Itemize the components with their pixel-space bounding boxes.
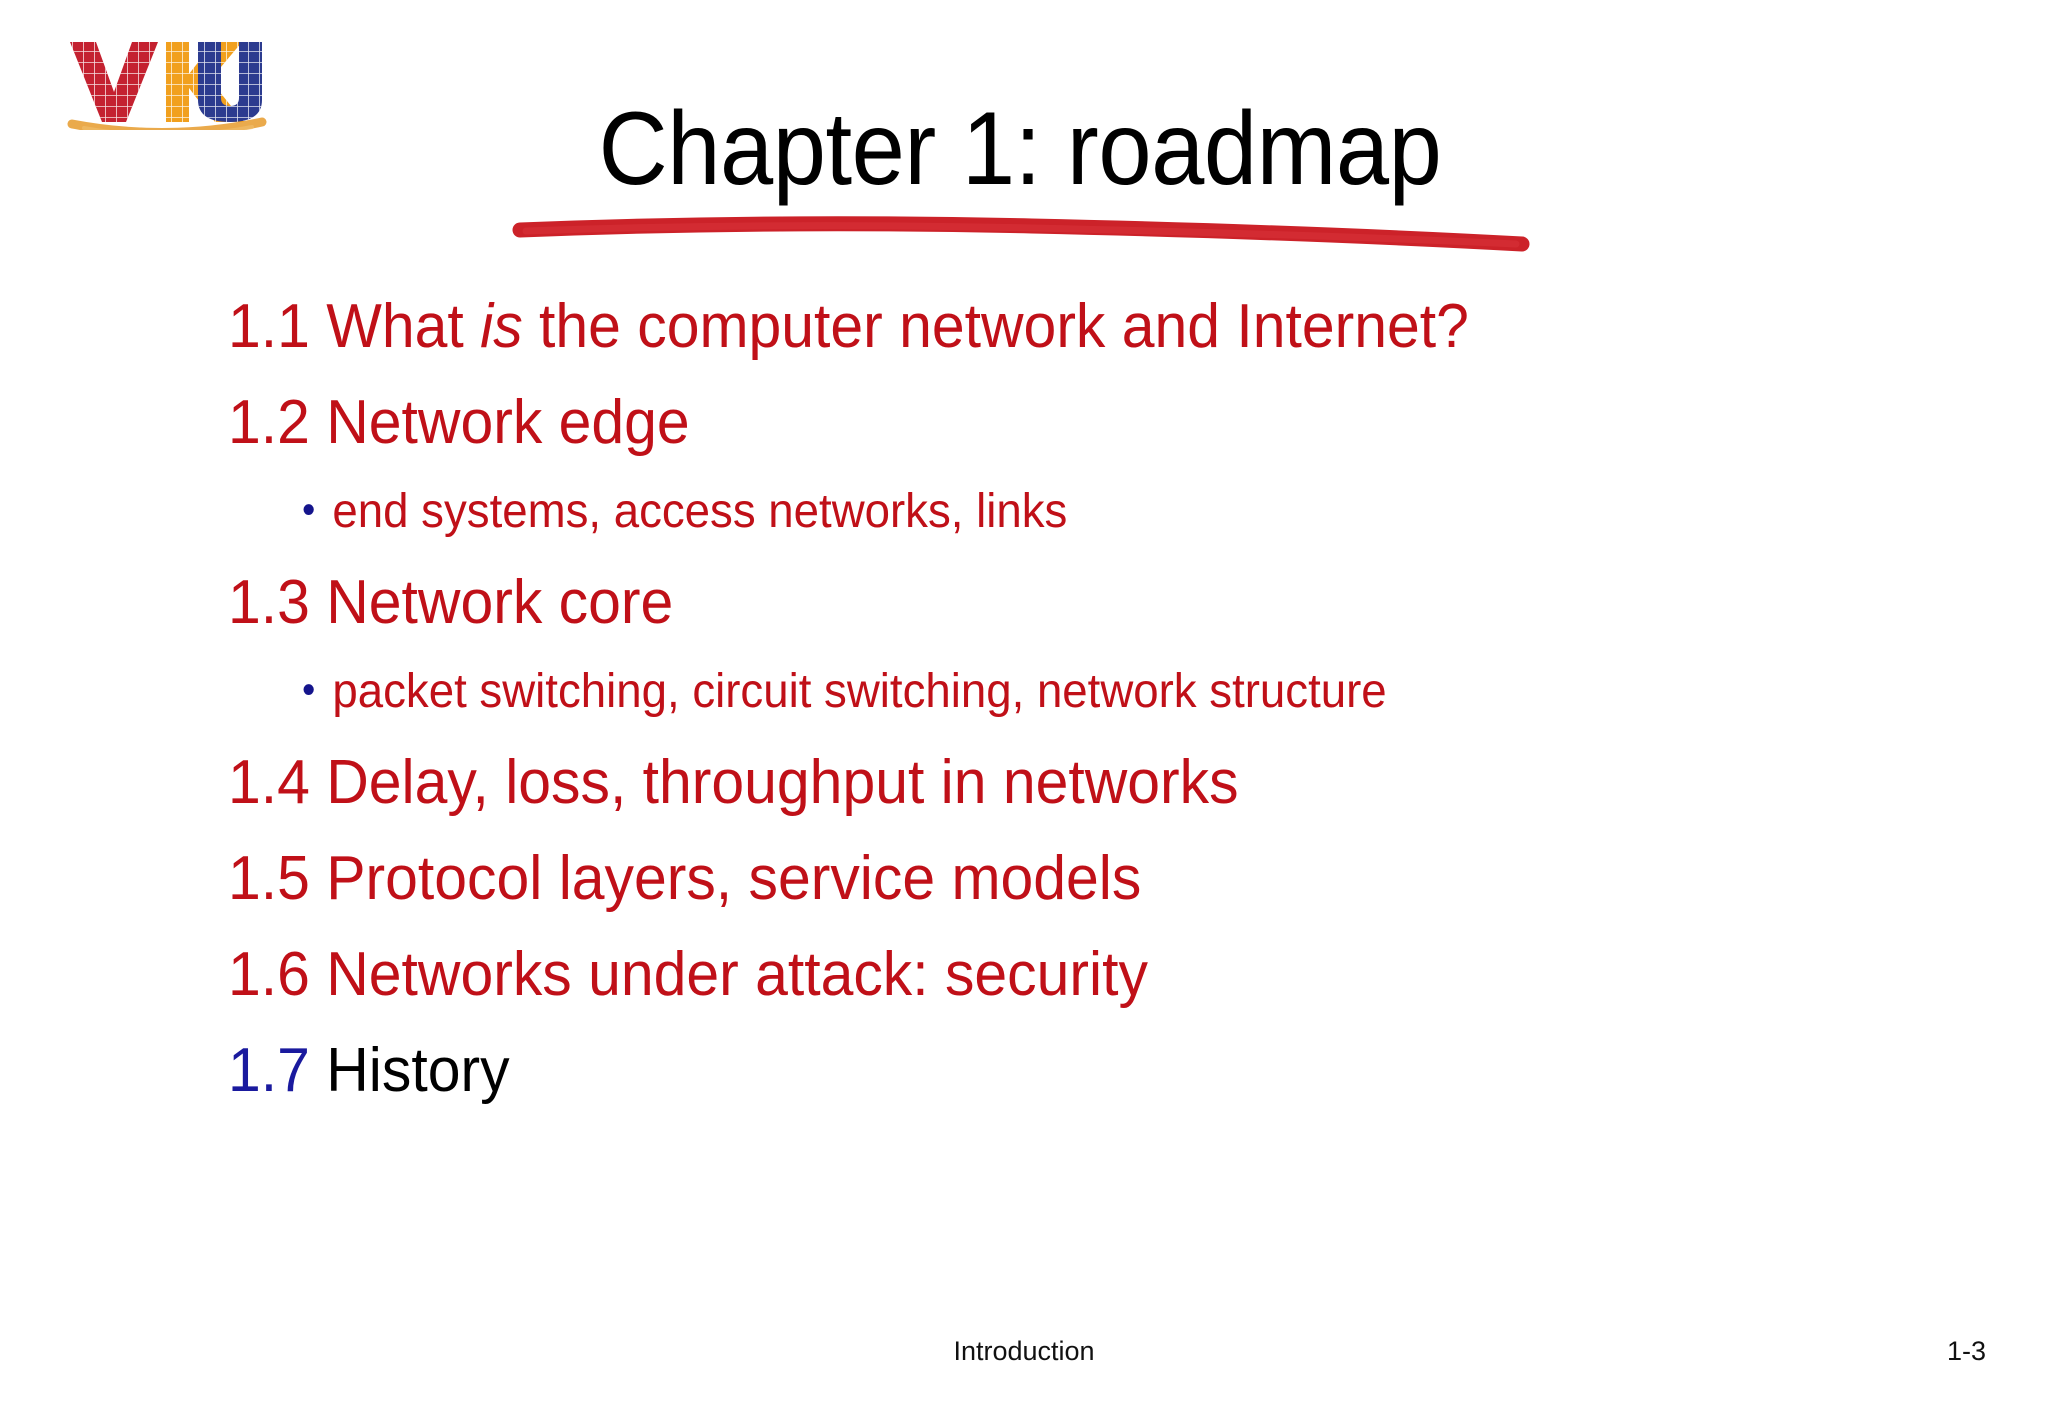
roadmap-item-text: Networks under attack: security <box>309 940 1148 1009</box>
roadmap-item-number: 1.2 <box>228 388 310 457</box>
roadmap-item-1-6[interactable]: 1.6 Networks under attack: security <box>228 944 1938 1006</box>
bullet-dot-icon: • <box>302 488 316 532</box>
footer-label: Introduction <box>953 1336 1095 1366</box>
title-block: Chapter 1: roadmap <box>360 91 1680 252</box>
roadmap-item-number: 1.1 <box>228 292 310 361</box>
roadmap-item-number: 1.3 <box>228 568 310 637</box>
roadmap-item-text: Delay, loss, throughput in networks <box>309 748 1239 817</box>
roadmap-item-number: 1.7 <box>228 1036 310 1105</box>
slide-number: 1-3 <box>1946 1336 1986 1366</box>
logo-arc <box>67 117 267 130</box>
roadmap-subitem-text: end systems, access networks, links <box>332 485 1068 538</box>
roadmap-item-text-after: the computer network and Internet? <box>522 292 1469 361</box>
page-title: Chapter 1: roadmap <box>598 91 1442 207</box>
title-underline-stroke <box>512 214 1532 254</box>
roadmap-item-1-3[interactable]: 1.3 Network core <box>228 572 1938 634</box>
roadmap-item-number: 1.5 <box>228 844 310 913</box>
roadmap-item-text-before: What <box>309 292 481 361</box>
roadmap-subitem-text: packet switching, circuit switching, net… <box>332 665 1387 718</box>
roadmap-item-text: History <box>309 1036 510 1105</box>
roadmap-subitem-1-3-1: • packet switching, circuit switching, ne… <box>302 668 1942 716</box>
roadmap-item-text: Protocol layers, service models <box>309 844 1142 913</box>
roadmap-list: 1.1 What is the computer network and Int… <box>228 296 2028 1136</box>
roadmap-item-1-5[interactable]: 1.5 Protocol layers, service models <box>228 848 1938 910</box>
roadmap-subitem-1-2-1: • end systems, access networks, links <box>302 488 1942 536</box>
roadmap-item-1-4[interactable]: 1.4 Delay, loss, throughput in networks <box>228 752 1938 814</box>
vku-logo-icon <box>67 42 267 130</box>
roadmap-item-1-7[interactable]: 1.7 History <box>228 1040 1938 1102</box>
roadmap-item-number: 1.6 <box>228 940 310 1009</box>
roadmap-item-text: Network edge <box>309 388 690 457</box>
roadmap-item-1-1[interactable]: 1.1 What is the computer network and Int… <box>228 296 1938 358</box>
bullet-dot-icon: • <box>302 668 316 712</box>
roadmap-item-emphasis: is <box>480 292 523 361</box>
vku-logo <box>62 30 272 130</box>
roadmap-item-text: Network core <box>309 568 674 637</box>
roadmap-item-number: 1.4 <box>228 748 310 817</box>
roadmap-item-1-2[interactable]: 1.2 Network edge <box>228 392 1938 454</box>
